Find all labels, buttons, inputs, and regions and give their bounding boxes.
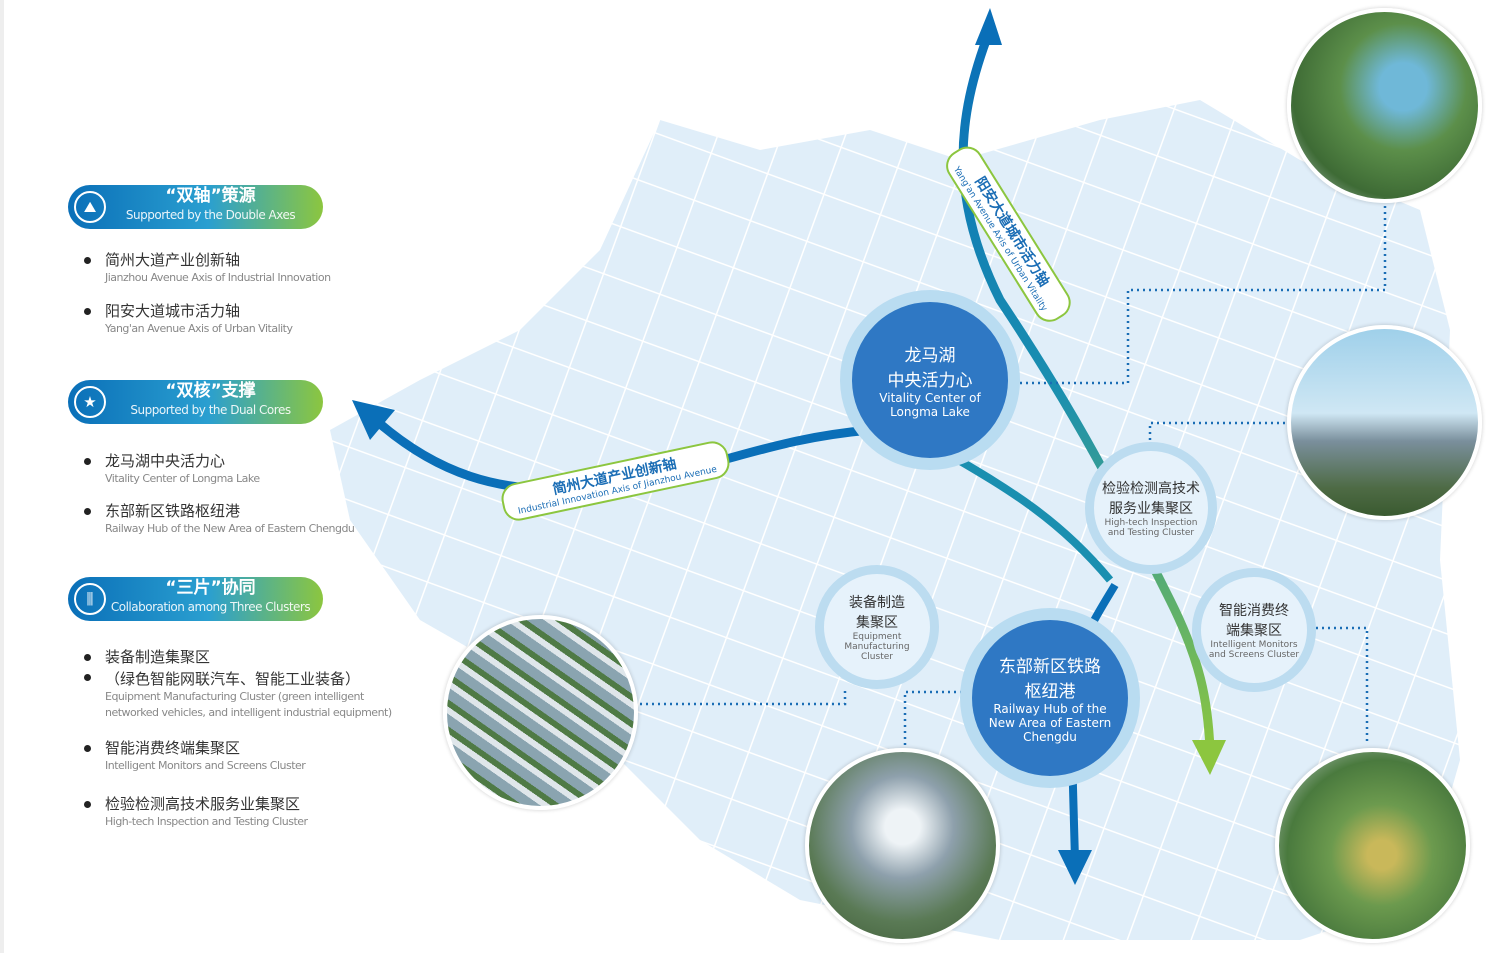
- mountain-icon: ⛰: [74, 191, 106, 223]
- connector-lines: [640, 200, 1387, 745]
- arrow-west-icon: [352, 400, 395, 440]
- star-badge-icon: ★: [74, 386, 106, 418]
- arrow-south-icon: [1192, 740, 1226, 775]
- arrow-railway-icon: [1058, 850, 1092, 885]
- lake-aerial-photo: [1287, 8, 1482, 203]
- list-item: 装备制造集聚区（绿色智能网联汽车、智能工业装备）Equipment Manufa…: [84, 647, 414, 721]
- industrial-park-photo: [443, 615, 638, 810]
- circuit-icon: ⫼: [74, 583, 106, 615]
- railway-station-photo: [805, 748, 1000, 943]
- skyline-photo: [1287, 325, 1482, 520]
- arrow-north-icon: [975, 8, 1002, 45]
- green-park-photo: [1275, 748, 1470, 943]
